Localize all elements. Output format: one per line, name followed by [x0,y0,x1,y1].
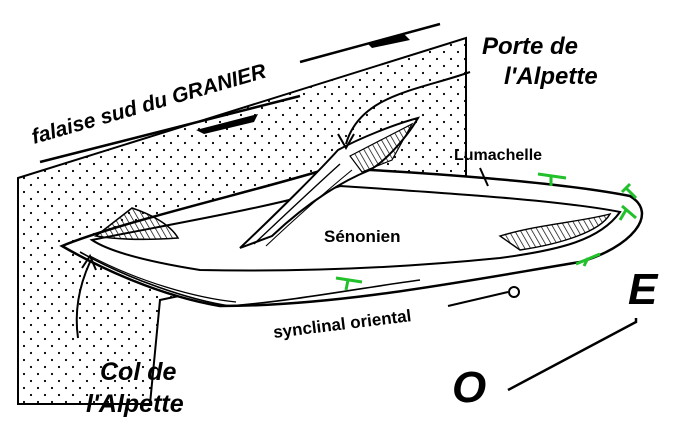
synclinal-leader [447,291,509,307]
senonien-label: Sénonien [324,227,401,246]
orientation-axis [507,318,638,392]
lumachelle-leader [479,167,489,187]
col-label-line2: l'Alpette [86,390,184,418]
porte-label-line2: l'Alpette [504,63,598,90]
arrows [75,71,638,392]
east-label: E [628,265,659,314]
col-label-line1: Col de [100,358,176,386]
col-arrow [75,261,91,339]
dip-marks [335,172,638,291]
synclinal-fold [59,116,644,308]
synclinal-label: synclinal oriental [272,306,412,342]
col-arrowhead [81,253,97,271]
porte-arrowhead [337,133,355,151]
lumachelle-label: Lumachelle [454,147,542,164]
porte-label-line1: Porte de [482,33,578,60]
synclinal-axis-point [508,286,520,298]
west-label: O [452,363,486,412]
porte-arrow [345,71,471,145]
